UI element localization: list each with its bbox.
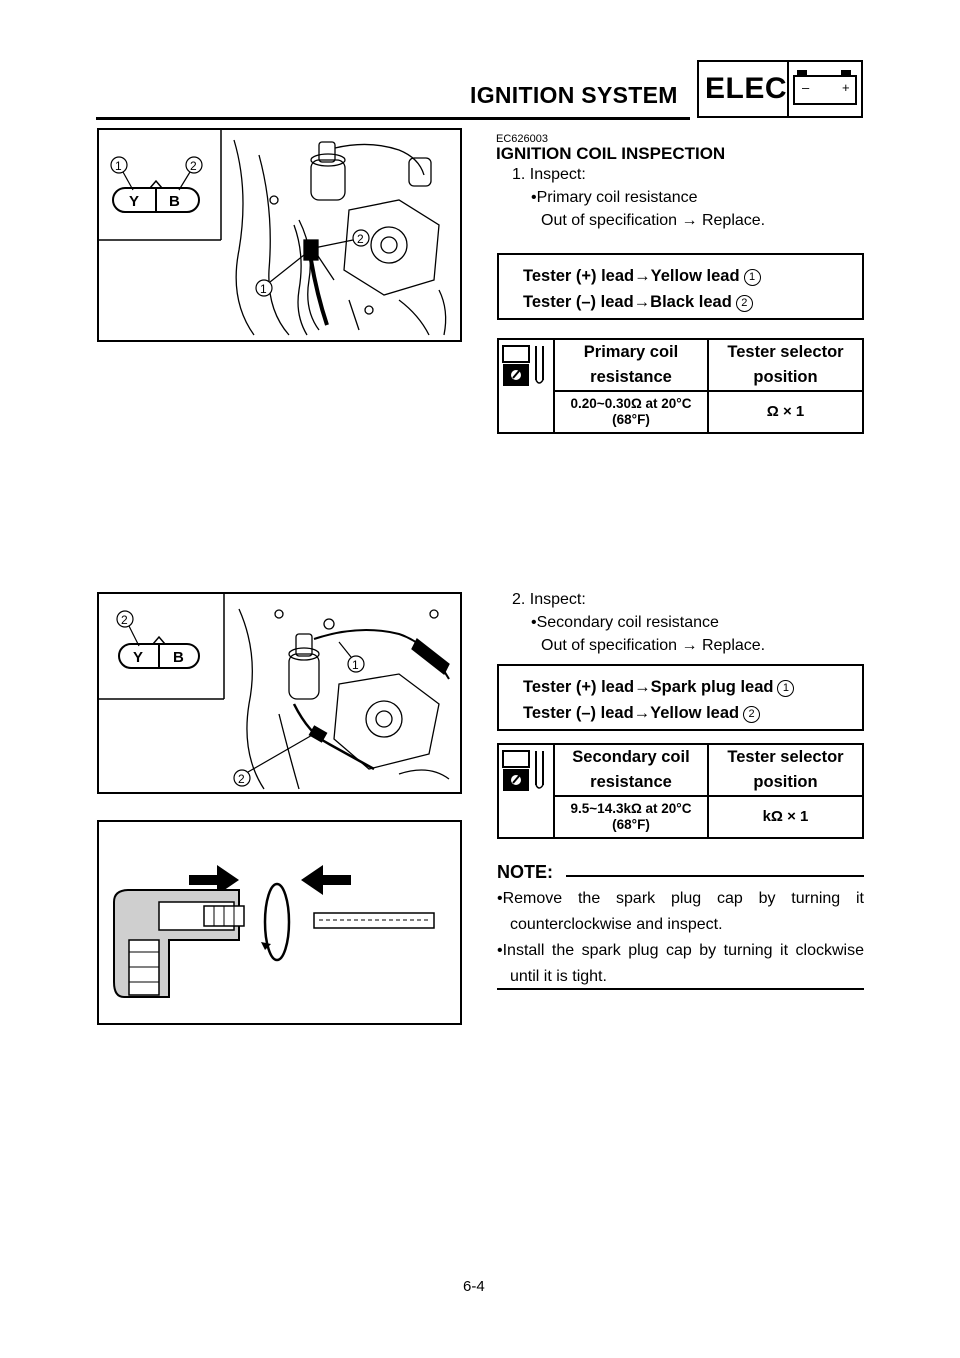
svg-text:2: 2 — [238, 772, 245, 786]
engine-illustration — [238, 608, 450, 790]
svg-text:1: 1 — [115, 159, 122, 173]
callout-badge: 2 — [743, 706, 761, 723]
section-badge-label: ELEC — [705, 72, 788, 105]
section-badge-divider — [787, 60, 789, 118]
battery-minus: – — [802, 80, 810, 95]
step1-spec: Out of specification → Replace. — [541, 212, 766, 229]
svg-text:B: B — [173, 649, 184, 666]
step2-bullet: •Secondary coil resistance — [531, 614, 719, 631]
connector-b-label: B — [169, 193, 180, 210]
step1-bullet: •Primary coil resistance — [531, 189, 698, 206]
svg-text:2: 2 — [357, 232, 364, 246]
note-bottom-rule — [497, 988, 864, 990]
connector-y-label: Y — [129, 193, 139, 210]
note-item: •Remove the spark plug cap by turning it… — [497, 890, 864, 933]
svg-text:1: 1 — [352, 658, 359, 672]
page-header-title: IGNITION SYSTEM — [470, 82, 678, 108]
svg-text:2: 2 — [190, 159, 197, 173]
spark-plug-lead-icon — [313, 912, 435, 929]
step1-table-value-resistance: 0.20~0.30Ω at 20°C (68°F) — [553, 390, 709, 434]
step2-table-value-selector: kΩ × 1 — [707, 795, 864, 839]
page-number: 6-4 — [463, 1278, 485, 1295]
note-title-rule — [566, 875, 864, 877]
svg-text:1: 1 — [260, 282, 267, 296]
step2-spec-table: Secondary coil resistance Tester selecto… — [497, 743, 864, 839]
note-item: •Install the spark plug cap by turning i… — [497, 942, 864, 985]
step2-table-header-selector: Tester selector position — [707, 743, 864, 797]
callout-badge: 1 — [777, 680, 795, 697]
step1-table-header-resistance: Primary coil resistance — [553, 338, 709, 392]
arrow-right-icon — [189, 865, 239, 895]
step2-table-value-resistance: 9.5~14.3kΩ at 20°C (68°F) — [553, 795, 709, 839]
secondary-coil-figure: Y B 2 1 2 — [97, 592, 462, 794]
header-rule — [96, 117, 690, 120]
step1-table-header-selector: Tester selector position — [707, 338, 864, 392]
note-title: NOTE: — [497, 862, 553, 882]
step2-spec: Out of specification → Replace. — [541, 637, 766, 654]
callout-badge: 1 — [743, 269, 761, 286]
rotation-arrow-icon — [263, 882, 291, 962]
multimeter-icon — [497, 743, 555, 839]
step1-label: 1. Inspect: — [512, 166, 586, 183]
callout-badge: 2 — [735, 295, 753, 312]
battery-icon: – + — [793, 70, 857, 105]
spark-plug-cap-figure — [97, 820, 462, 1025]
section-title: IGNITION COIL INSPECTION — [496, 144, 726, 163]
section-badge-box — [697, 60, 863, 118]
svg-text:2: 2 — [121, 613, 128, 627]
primary-coil-figure: Y B 1 2 — [97, 128, 462, 342]
step1-spec-table: Primary coil resistance Tester selector … — [497, 338, 864, 434]
arrow-left-icon — [301, 865, 351, 895]
battery-plus: + — [842, 80, 850, 95]
plug-cap-icon — [113, 889, 245, 998]
note-list: •Remove the spark plug cap by turning it… — [497, 886, 864, 990]
engine-illustration — [233, 139, 447, 336]
multimeter-icon — [497, 338, 555, 434]
step2-table-header-resistance: Secondary coil resistance — [553, 743, 709, 797]
step2-label: 2. Inspect: — [512, 591, 586, 608]
svg-text:Y: Y — [133, 649, 143, 666]
step1-table-value-selector: Ω × 1 — [707, 390, 864, 434]
section-code: EC626003 — [496, 133, 548, 145]
